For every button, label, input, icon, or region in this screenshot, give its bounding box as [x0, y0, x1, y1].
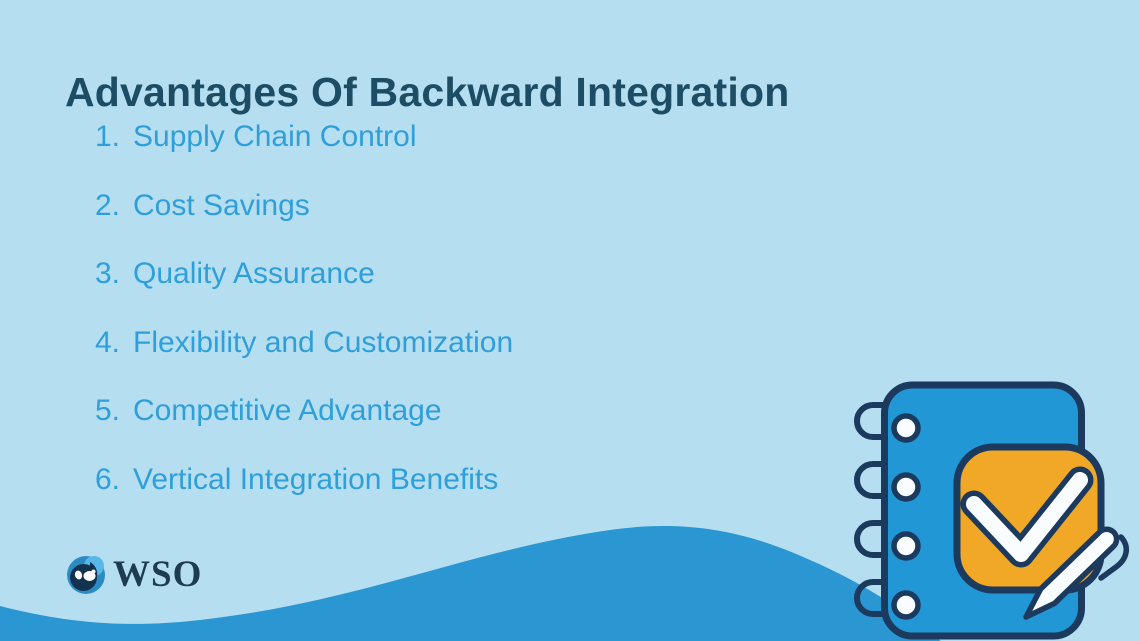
- list-item: 1. Supply Chain Control: [86, 121, 513, 152]
- list-item-label: Competitive Advantage: [133, 394, 442, 427]
- list-item-label: Supply Chain Control: [133, 120, 417, 153]
- list-item: 3. Quality Assurance: [86, 258, 513, 289]
- list-item-number: 1.: [94, 120, 120, 153]
- wave-shape: [0, 525, 941, 641]
- binder-hole-icon: [891, 413, 921, 620]
- wso-logo-text: WSO: [113, 554, 203, 595]
- wso-globe-icon: [67, 556, 105, 594]
- list-item-number: 6.: [94, 462, 120, 496]
- pen-icon: [1023, 526, 1130, 620]
- pen-clip: [1098, 534, 1130, 581]
- page-title: Advantages Of Backward Integration: [65, 69, 790, 116]
- list-item-number: 5.: [94, 394, 120, 427]
- list-item-label: Flexibility and Customization: [133, 325, 514, 359]
- advantages-list: 1. Supply Chain Control 2. Cost Savings …: [86, 121, 513, 532]
- list-item: 4. Flexibility and Customization: [86, 327, 513, 358]
- list-item: 5. Competitive Advantage: [86, 395, 513, 426]
- list-item-number: 3.: [94, 257, 120, 290]
- wave-decoration: [0, 525, 941, 641]
- list-item: 6. Vertical Integration Benefits: [86, 464, 513, 495]
- pen-body: [1023, 526, 1120, 620]
- notebook-checklist-illustration: [854, 381, 1130, 640]
- list-item: 2. Cost Savings: [86, 190, 513, 221]
- list-item-label: Vertical Integration Benefits: [133, 462, 499, 496]
- wso-logo: WSO: [66, 555, 202, 595]
- list-item-number: 4.: [94, 325, 120, 359]
- checkmark-icon: [960, 466, 1094, 568]
- list-item-label: Quality Assurance: [133, 257, 375, 290]
- list-item-number: 2.: [94, 188, 120, 222]
- list-item-label: Cost Savings: [133, 188, 310, 222]
